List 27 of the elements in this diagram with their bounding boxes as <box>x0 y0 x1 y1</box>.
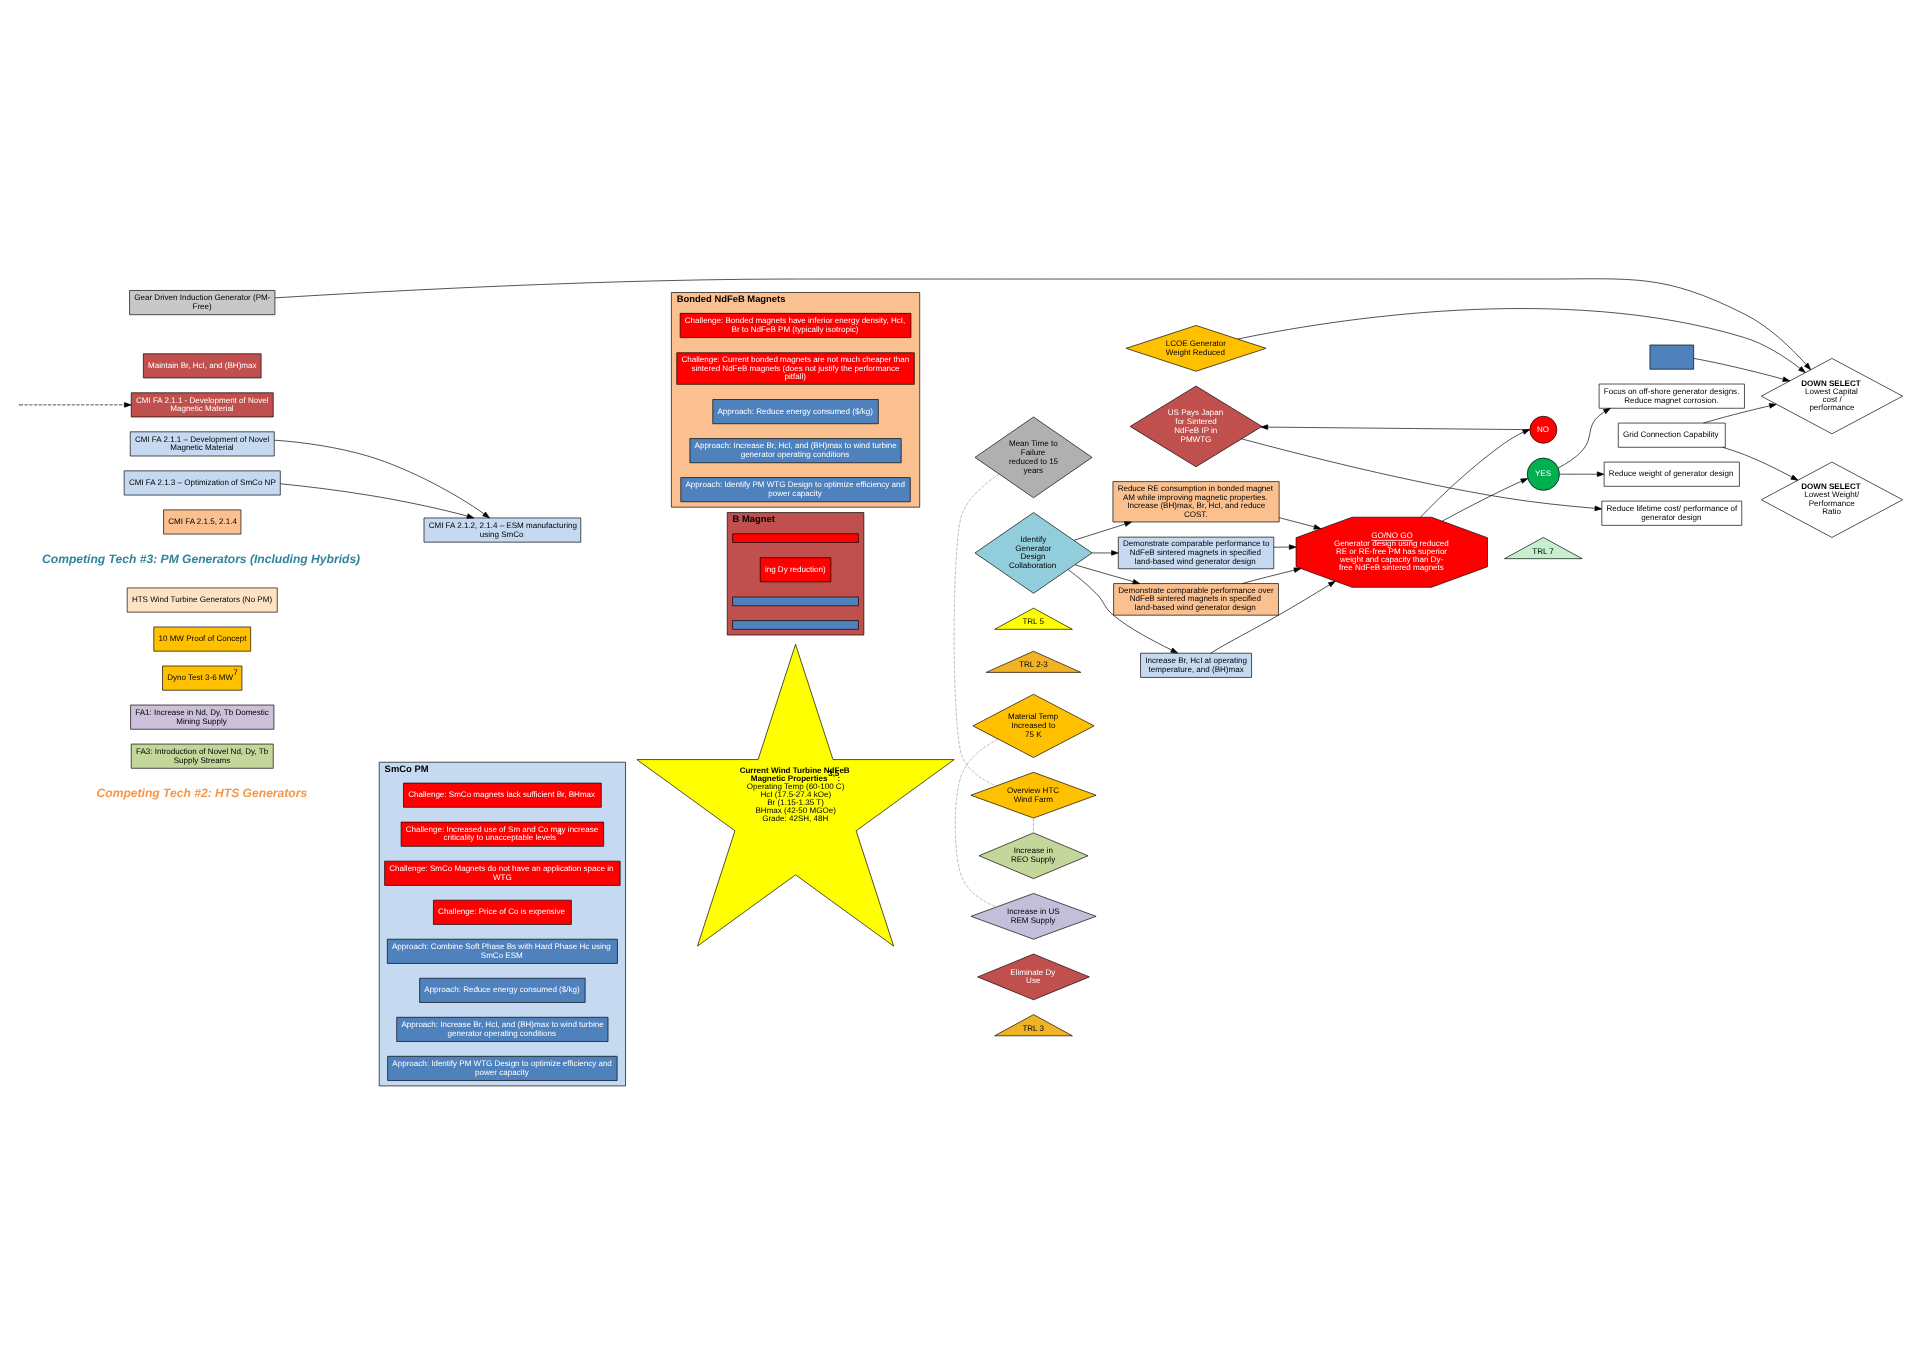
arrow <box>280 483 475 519</box>
arrow <box>1722 446 1799 481</box>
arrow <box>1273 544 1297 550</box>
arrow <box>1693 358 1791 382</box>
arrow <box>1703 403 1777 424</box>
arrow <box>1067 569 1178 654</box>
arrow <box>1559 471 1605 477</box>
arrow <box>1241 438 1603 512</box>
node-bar <box>732 620 859 630</box>
node-bar <box>732 596 859 607</box>
arrow <box>19 402 132 408</box>
node-bar <box>732 533 859 543</box>
arrow <box>1073 521 1132 541</box>
arrow <box>1278 517 1322 530</box>
arrow <box>1091 550 1119 556</box>
node-box <box>1649 344 1694 370</box>
arrow <box>1237 308 1806 373</box>
connector <box>954 738 999 908</box>
arrow <box>1241 567 1302 584</box>
arrow <box>1210 581 1336 654</box>
arrow <box>274 439 490 519</box>
arrow <box>1441 478 1529 522</box>
arrow <box>1558 407 1611 469</box>
arrow <box>1074 564 1141 585</box>
connector <box>953 473 1000 787</box>
connector <box>1033 817 1034 834</box>
arrow <box>1420 429 1530 518</box>
